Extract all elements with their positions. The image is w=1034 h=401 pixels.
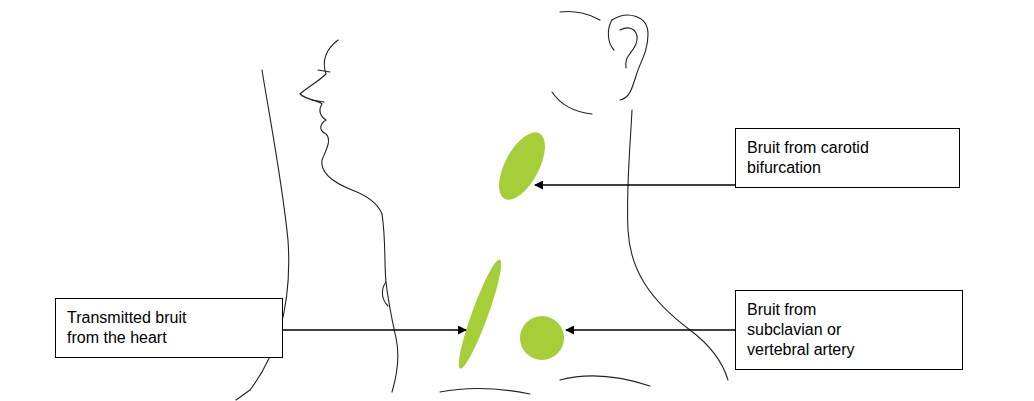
- subclavian-bruit-area: [520, 316, 564, 360]
- leader-lines: [283, 185, 735, 330]
- bruit-areas: [453, 125, 564, 371]
- callout-box: Transmitted bruit from the heart: [55, 298, 283, 358]
- callout-text: Transmitted bruit from the heart: [67, 308, 217, 348]
- callout-box: Bruit from subclavian or vertebral arter…: [735, 290, 963, 370]
- sketch-lines: [236, 11, 728, 400]
- callout-text: Bruit from subclavian or vertebral arter…: [747, 300, 887, 360]
- callout-text: Bruit from carotid bifurcation: [747, 138, 897, 178]
- leader-arrow: [535, 184, 735, 185]
- heart-bruit-area: [453, 257, 508, 371]
- leader-arrow: [283, 329, 466, 330]
- carotid-bruit-area: [490, 125, 555, 206]
- leader-arrow: [566, 329, 735, 330]
- callout-box: Bruit from carotid bifurcation: [735, 128, 960, 188]
